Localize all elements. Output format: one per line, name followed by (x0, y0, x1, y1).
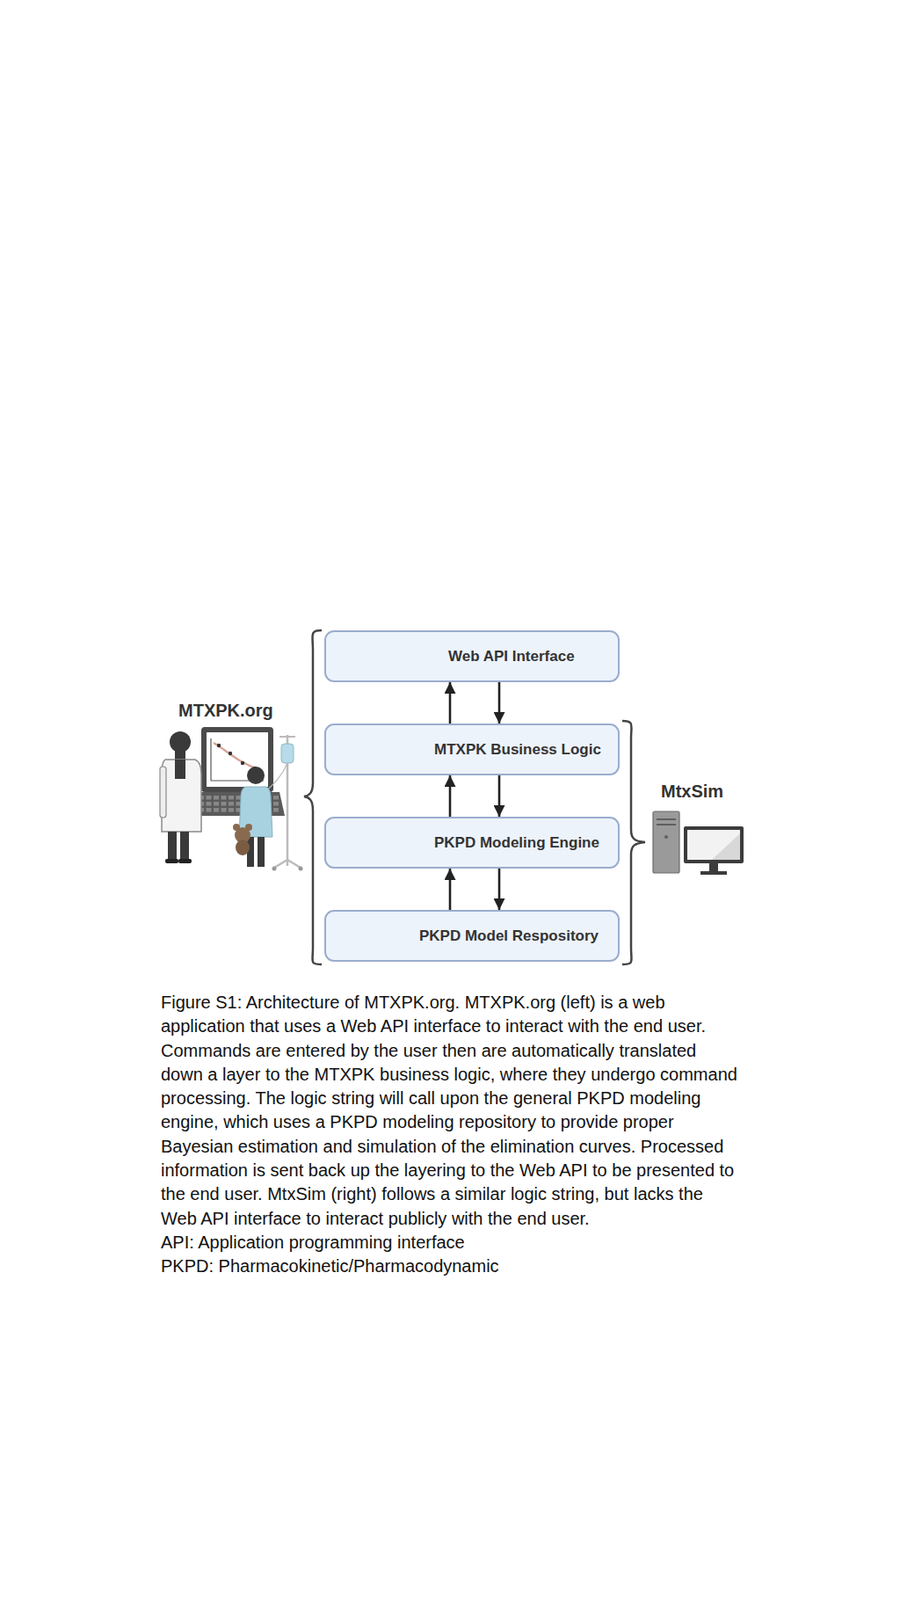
flow-arrow (449, 775, 452, 817)
abbreviation-note: PKPD: Pharmacokinetic/Pharmacodynamic (160, 1254, 743, 1278)
laptop-key (213, 795, 219, 800)
box-label: MTXPK Business Logic (434, 740, 602, 759)
engine-box: PKPD Modeling Engine (324, 816, 620, 869)
flow-arrow (498, 868, 501, 910)
left-brace (304, 630, 322, 965)
api-box: Web API Interface (324, 630, 620, 683)
computer-icon (653, 811, 744, 875)
doctor-figure (159, 731, 202, 864)
system-name: MTXPK.org (178, 700, 274, 721)
box-label: PKPD Model Respository (419, 927, 599, 945)
flow-arrow (449, 682, 452, 724)
repository-box: PKPD Model Respository (324, 909, 620, 962)
flow-arrow (498, 775, 501, 817)
laptop-key (206, 795, 212, 800)
laptop-key (273, 795, 279, 800)
laptop-key (228, 807, 234, 813)
laptop-key (206, 801, 212, 806)
box-label: PKPD Modeling Engine (434, 834, 600, 852)
logic-box: MTXPK Business Logic (324, 723, 620, 776)
laptop-key (213, 807, 219, 813)
laptop-key (206, 807, 212, 813)
figure-caption: Figure S1: Architecture of MTXPK.org. MT… (160, 990, 743, 1231)
laptop-key (228, 795, 234, 800)
laptop-key (221, 795, 227, 800)
laptop-key (221, 807, 227, 813)
child-figure (232, 766, 273, 867)
abbreviation-note: API: Application programming interface (160, 1230, 743, 1255)
laptop-key (273, 807, 279, 813)
caption-area: Figure S1: Architecture of MTXPK.org. MT… (160, 990, 743, 1279)
laptop-key (228, 801, 234, 806)
system-name: MtxSim (660, 781, 724, 802)
laptop-key (213, 801, 219, 806)
laptop-key (273, 801, 279, 806)
flow-arrow (449, 868, 452, 910)
flow-arrow (498, 682, 501, 724)
laptop-key (221, 801, 227, 806)
box-label: Web API Interface (448, 647, 575, 666)
right-brace (622, 720, 646, 965)
